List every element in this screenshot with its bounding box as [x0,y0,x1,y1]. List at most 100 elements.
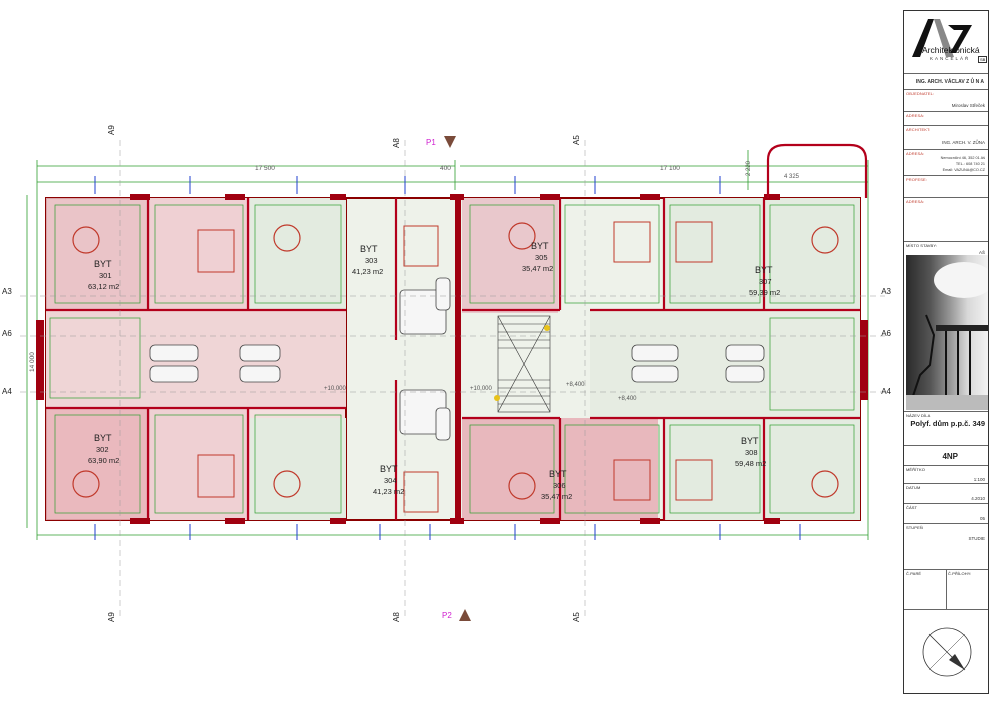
stage-row: STUPEŇ STUDIE [904,523,988,569]
address2-line2: TEL.: 608 740 21 [955,162,985,166]
flat-308-num: 308 [745,448,758,457]
level-4: +8,400 [618,396,637,402]
architect-value: ING. ARCH. V. ZŮNA [942,140,985,145]
dim-top-right: 4 325 [784,174,800,180]
flat-308-area: 59,48 m2 [735,459,766,468]
grid-axes [20,140,885,620]
client-row: OBJEDNATEL: Miroslav Střeček [904,89,988,111]
section-p2-marker [459,609,471,621]
dim-mid: 400 [440,165,451,172]
axis-a4-right: A4 [881,387,891,396]
flat-306-area: 35,47 m2 [541,492,572,501]
axis-a6-right: A6 [881,329,891,338]
north-arrow-icon [922,627,972,677]
part-label: ČÁST [906,505,918,510]
address3-row: ADRESA: [904,197,988,219]
dining-table-symbols [72,222,839,500]
address-label: ADRESA: [906,113,925,118]
dim-right: 17 100 [660,165,680,172]
flat-305-name: BYT [531,241,549,251]
flat-303-num: 303 [365,256,378,265]
flat-307-num: 307 [759,277,772,286]
plan-labels: BYT 301 63,12 m2 BYT 302 63,90 m2 BYT 30… [2,125,892,622]
axis-a4-left: A4 [2,387,12,396]
flat-301-area: 63,12 m2 [88,282,119,291]
window-marks [94,176,801,540]
address3-label: ADRESA: [906,199,925,204]
address-row: ADRESA: [904,111,988,125]
building-photo [906,255,994,410]
date-value: 4.2010 [971,496,985,501]
drawing-row: 4NP [904,445,988,465]
scale-row: MĚŘÍTKO 1:100 [904,465,988,483]
flat-305-area: 35,47 m2 [522,264,553,273]
profession-label: PROFESE: [906,177,928,182]
interior-walls [46,198,860,520]
furniture-outlines [49,204,855,514]
flat-307-name: BYT [755,265,773,275]
north-arrow-row [904,609,988,693]
address2-line1: Nemocniční 46, 352 01 Aš [940,156,985,160]
flat-302-num: 302 [96,445,109,454]
axis-a8-top: A8 [392,138,401,148]
structural-walls [36,194,868,524]
flat-302-name: BYT [94,433,112,443]
flat-306-num: 306 [553,481,566,490]
flat-301-name: BYT [94,259,112,269]
attach-label: Č.PŘÍLOHY: [948,571,972,576]
bathroom-fixtures [149,277,765,441]
flat-304-name: BYT [380,464,398,474]
axis-a5-top: A5 [572,135,581,145]
bed-symbols [197,221,713,513]
architect-row: ARCHITEKT: ING. ARCH. V. ZŮNA [904,125,988,149]
address2-line3: Email: VAZUNA@CO.CZ [942,168,985,172]
axis-a8-bottom: A8 [392,612,401,622]
axis-a9-bottom: A9 [107,612,116,622]
drawing-value: 4NP [942,452,958,461]
section-p2-label: P2 [442,611,452,620]
architect-head-row: ING. ARCH. VÁCLAV Z Ů N A [904,73,988,89]
profession-row: PROFESE: [904,175,988,197]
axis-a5-bottom: A5 [572,612,581,622]
level-2: +10,000 [470,386,493,392]
axis-a3-right: A3 [881,287,891,296]
interior-stair-image [906,262,994,410]
logo-main-text: Architektonická [922,45,980,55]
address2-row: ADRESA: Nemocniční 46, 352 01 Aš TEL.: 6… [904,149,988,175]
logo: Architektonická KANCELÁŘ SB [904,11,988,73]
flat-304-num: 304 [384,476,397,485]
stage-label: STUPEŇ [906,525,923,530]
axis-a3-left: A3 [2,287,12,296]
stage-value: STUDIE [968,536,985,541]
dim-vertical: 14 000 [29,352,36,372]
scale-value: 1:100 [973,477,985,482]
flat-302-area: 63,90 m2 [88,456,119,465]
architect-head: ING. ARCH. VÁCLAV Z Ů N A [915,79,984,85]
name-value: Polyf. dům p.p.č. 349 [910,419,985,428]
level-1: +10,000 [324,386,347,392]
title-block: Architektonická KANCELÁŘ SB ING. ARCH. V… [903,10,994,694]
flat-303-name: BYT [360,244,378,254]
flat-305-num: 305 [535,253,548,262]
copy-row: Č.PARÉ Č.PŘÍLOHY: [904,569,988,610]
logo-tag: SB [978,56,988,63]
level-3: +8,400 [566,382,585,388]
site-row: MÍSTO STAVBY: AŠ [904,241,988,255]
scale-label: MĚŘÍTKO [906,467,925,472]
flat-307-area: 59,39 m2 [749,288,780,297]
section-p1-label: P1 [426,138,436,147]
address2-label: ADRESA: [906,151,925,156]
dim-top-small: 2 220 [746,160,752,176]
date-row: DATUM 4.2010 [904,483,988,503]
copy-label: Č.PARÉ [906,571,922,576]
dim-left: 17 500 [255,165,275,172]
client-value: Miroslav Střeček [951,103,985,108]
part-value: 05 [979,516,985,521]
flat-308-name: BYT [741,436,759,446]
axis-a9-top: A9 [107,125,116,135]
site-label: MÍSTO STAVBY: [906,243,938,248]
flat-304-area: 41,23 m2 [373,487,404,496]
part-row: ČÁST 05 [904,503,988,523]
client-label: OBJEDNATEL: [906,91,935,96]
section-p1-marker [444,136,456,148]
